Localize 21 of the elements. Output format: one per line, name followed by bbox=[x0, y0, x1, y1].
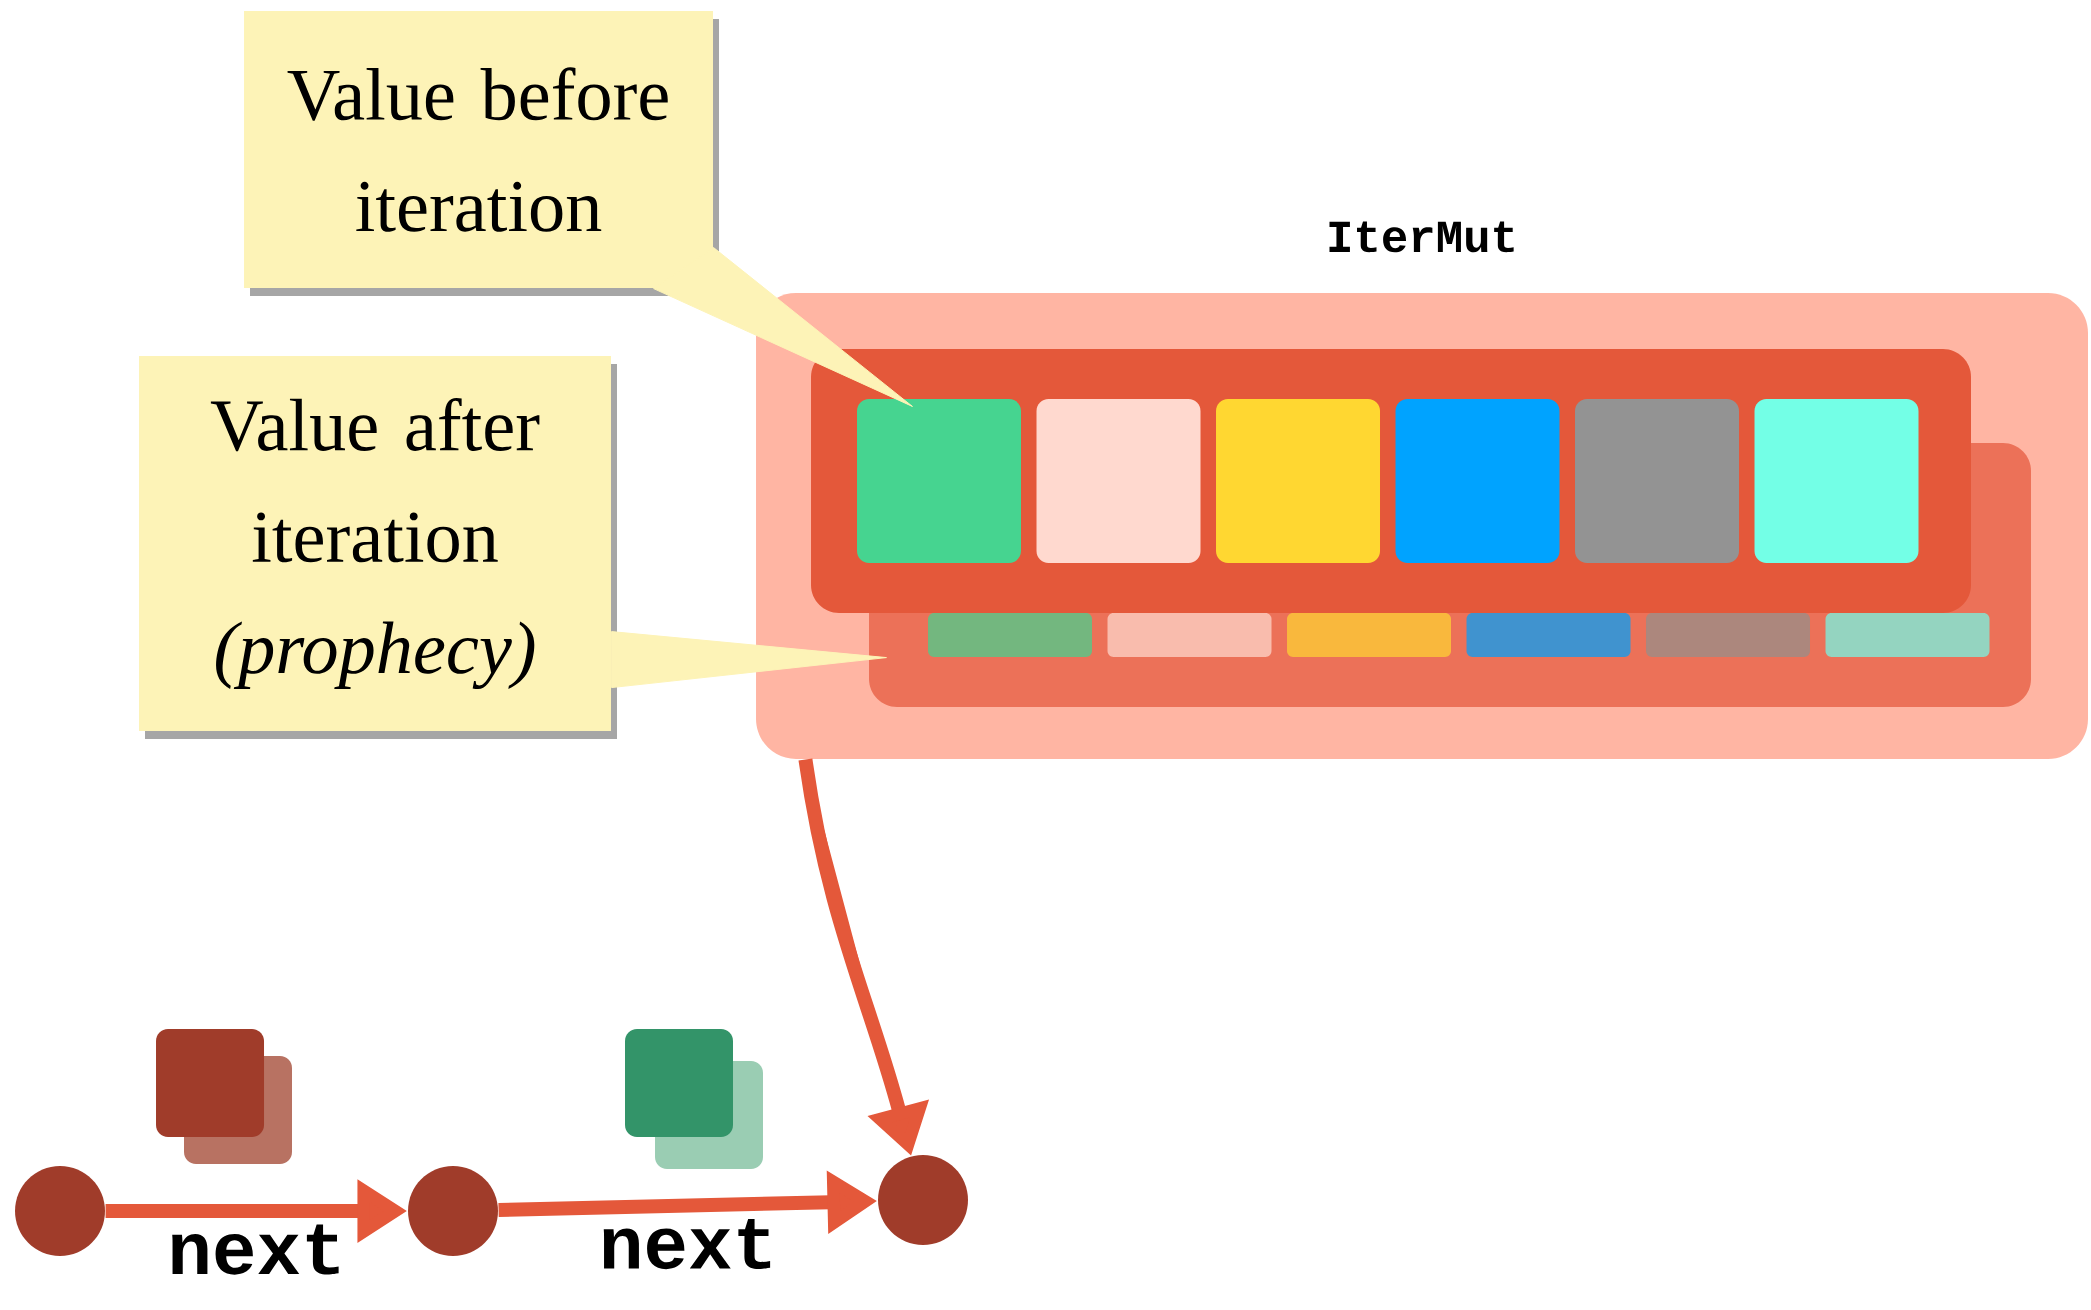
dot bbox=[15, 1166, 105, 1256]
struct-label: IterMut bbox=[1329, 221, 1514, 253]
color-square bbox=[1107, 613, 1272, 657]
color-square bbox=[857, 399, 1021, 563]
callout-box: Value before iteration bbox=[244, 11, 719, 296]
color-square bbox=[1754, 399, 1919, 563]
color-square bbox=[1646, 613, 1810, 657]
color-square bbox=[928, 613, 1092, 657]
color-square bbox=[1287, 613, 1451, 657]
edge-label: next bbox=[164, 1221, 349, 1278]
color-square bbox=[1036, 399, 1201, 563]
color-square bbox=[1575, 399, 1739, 563]
color-square bbox=[1466, 613, 1631, 657]
color-square bbox=[1825, 613, 1990, 657]
dot bbox=[878, 1155, 968, 1245]
color-square bbox=[1395, 399, 1560, 563]
color-square bbox=[1216, 399, 1380, 563]
callout-box: Value after iteration (prophecy) bbox=[139, 356, 617, 739]
leader-line bbox=[653, 247, 913, 407]
dot bbox=[408, 1166, 498, 1256]
edge-label: next bbox=[596, 1216, 780, 1272]
